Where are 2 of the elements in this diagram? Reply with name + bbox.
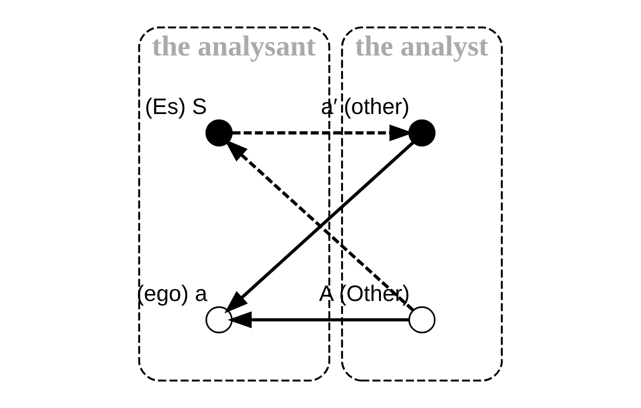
node-label: (ego) a: [136, 280, 208, 306]
node-label: (Es) S: [144, 94, 207, 120]
